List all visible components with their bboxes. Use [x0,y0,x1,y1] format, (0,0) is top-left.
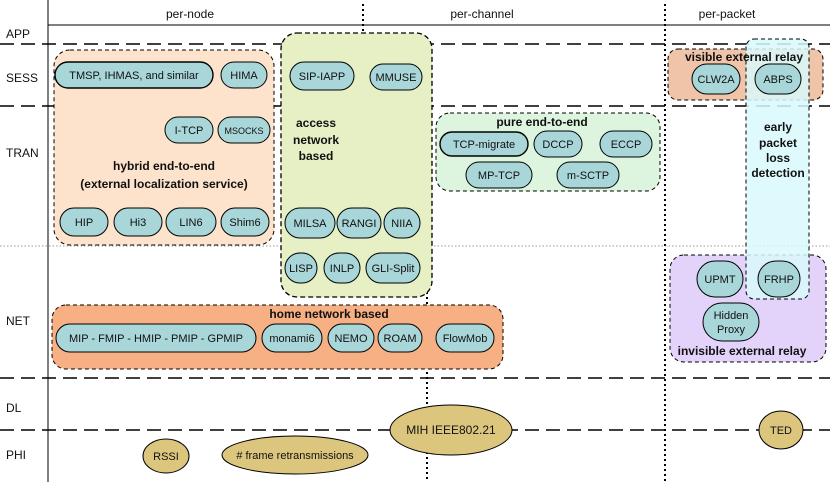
layer-label-sess: SESS [6,71,38,85]
visible-relay-title: visible external relay [685,50,803,64]
protocol-gli-split: GLI-Split [365,252,421,284]
layer-label-app: APP [6,27,30,41]
protocol-eccp: ECCP [599,130,653,158]
early-title-line4: detection [751,166,804,180]
protocol-rangi: RANGI [336,207,382,239]
protocol-hima: HIMA [220,61,268,89]
svg-text:MMUSE: MMUSE [376,72,417,84]
protocol-sip-iapp: SIP-IAPP [289,61,355,91]
svg-text:UPMT: UPMT [704,274,735,286]
svg-text:INLP: INLP [330,263,354,275]
protocol-m-sctp: m-SCTP [556,161,620,189]
protocol-milsa: MILSA [284,207,336,239]
protocol-roam: ROAM [377,323,423,353]
svg-text:FlowMob: FlowMob [443,333,488,345]
svg-text:SIP-IAPP: SIP-IAPP [299,71,345,83]
early-title-line2: packet [759,136,797,150]
hybrid-title-line1: hybrid end-to-end [113,159,215,173]
svg-text:MILSA: MILSA [293,218,327,230]
protocol-niia: NIIA [383,207,421,239]
dl-mih-label: MIH IEEE802.21 [406,423,496,437]
home-title: home network based [269,307,388,321]
hybrid-title-line2: (external localization service) [80,177,247,191]
early-title-line3: loss [766,151,790,165]
protocol-hip: HIP [59,207,109,237]
protocol-msocks: MSOCKS [217,116,271,144]
early-title-line1: early [764,120,792,134]
layer-label-tran: TRAN [6,146,39,160]
access-title-line1: access [296,116,336,130]
column-header-per-packet: per-packet [699,7,756,21]
protocol-monami6: monami6 [261,323,323,353]
protocol-tcp-migrate: TCP-migrate [439,131,529,157]
protocol-i-tcp: I-TCP [164,116,214,144]
svg-text:Shim6: Shim6 [229,217,260,229]
layer-label-phi: PHI [6,448,26,462]
svg-text:m-SCTP: m-SCTP [567,170,609,182]
access-title-line2: network [293,133,339,147]
phi-frame-retransmissions-label: # frame retransmissions [236,450,354,462]
invisible-relay-title: invisible external relay [678,344,807,358]
svg-text:MSOCKS: MSOCKS [224,126,263,136]
protocol-inlp: INLP [323,252,361,284]
svg-text:NIIA: NIIA [391,218,413,230]
svg-text:monami6: monami6 [269,333,314,345]
protocol-frhp: FRHP [757,260,801,298]
protocol-hidden-proxy: Hidden Proxy [702,302,760,342]
phi-rssi-ellipse [142,438,190,474]
protocol-lisp: LISP [284,252,318,284]
column-header-per-channel: per-channel [450,7,513,21]
pure-title: pure end-to-end [496,115,587,129]
protocol-lin6: LIN6 [165,207,217,237]
svg-text:RANGI: RANGI [342,218,377,230]
svg-text:GLI-Split: GLI-Split [372,263,415,275]
protocol-mp-tcp: MP-TCP [465,161,533,189]
protocol-shim6: Shim6 [220,207,270,237]
svg-text:FRHP: FRHP [764,274,794,286]
protocol-hi3: Hi3 [113,207,163,237]
svg-text:Hi3: Hi3 [130,217,147,229]
dl-ted-ellipse [758,410,804,450]
svg-text:LISP: LISP [289,263,313,275]
layer-label-dl: DL [6,401,22,415]
access-title-line3: based [299,149,334,163]
svg-text:ROAM: ROAM [384,333,417,345]
protocol-flowmob: FlowMob [435,323,495,353]
svg-text:ABPS: ABPS [763,74,792,86]
dl-mih-ellipse [389,404,513,456]
svg-text:LIN6: LIN6 [179,217,202,229]
column-header-per-node: per-node [166,7,214,21]
svg-text:Hidden: Hidden [714,310,749,322]
group-hybrid-end-to-end [53,49,275,246]
protocol-abps: ABPS [754,63,802,95]
svg-text:I-TCP: I-TCP [175,125,204,137]
svg-text:MIP - FMIP - HMIP - PMIP - GPM: MIP - FMIP - HMIP - PMIP - GPMIP [69,333,243,345]
svg-text:TCP-migrate: TCP-migrate [453,139,515,151]
layer-label-net: NET [6,314,31,328]
svg-text:TMSP, IHMAS, and similar: TMSP, IHMAS, and similar [69,70,199,82]
group-early-packet-loss-detection [745,38,810,300]
phi-frame-retransmissions-ellipse [221,435,369,475]
svg-text:CLW2A: CLW2A [697,74,735,86]
svg-text:DCCP: DCCP [542,139,573,151]
phi-rssi-label: RSSI [153,451,179,463]
protocol-dccp: DCCP [533,130,583,158]
protocol-mmuse: MMUSE [369,63,423,91]
protocol-nemo: NEMO [327,323,375,353]
svg-text:ECCP: ECCP [611,139,642,151]
protocol-mip-family: MIP - FMIP - HMIP - PMIP - GPMIP [55,323,257,353]
protocol-clw2a: CLW2A [691,63,741,95]
dl-ted-label: TED [770,425,792,437]
svg-text:Proxy: Proxy [717,324,746,336]
protocol-tmsp: TMSP, IHMAS, and similar [54,61,214,89]
svg-text:HIMA: HIMA [230,70,258,82]
svg-text:MP-TCP: MP-TCP [478,170,520,182]
protocol-upmt: UPMT [696,260,744,298]
svg-text:HIP: HIP [75,217,93,229]
svg-text:NEMO: NEMO [335,333,368,345]
